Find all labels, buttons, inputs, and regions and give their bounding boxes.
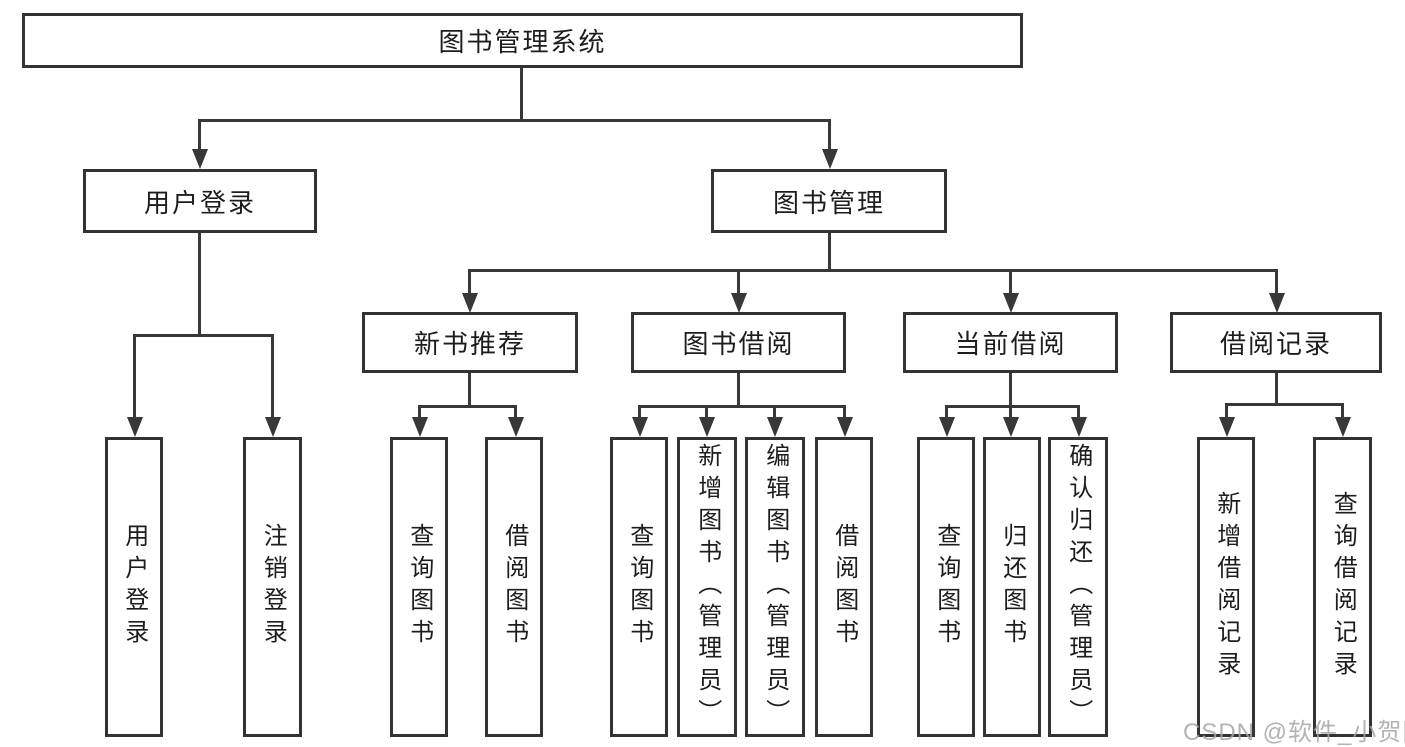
leaf-query-books-recommend: 查询图书 <box>390 437 448 737</box>
leaf-confirm-return-admin: 确认归还（管理员） <box>1048 437 1108 737</box>
connector-line <box>520 68 523 121</box>
connector-line <box>737 372 740 408</box>
node-label: 借阅记录 <box>1219 329 1332 359</box>
node-book-borrowing: 图书借阅 <box>631 312 846 373</box>
arrow-down-icon <box>265 417 281 437</box>
connector-line <box>705 405 708 421</box>
connector-line <box>945 405 1080 408</box>
leaf-borrow-books-recommend: 借阅图书 <box>485 437 543 737</box>
leaf-add-books-admin: 新增图书（管理员） <box>677 437 737 737</box>
node-label: 借阅图书 <box>830 523 858 651</box>
node-label: 新书推荐 <box>413 329 526 359</box>
leaf-query-books-current: 查询图书 <box>917 437 975 737</box>
node-label: 查询图书 <box>405 523 433 651</box>
connector-line <box>638 405 641 421</box>
connector-line <box>1077 405 1080 421</box>
arrow-down-icon <box>1003 417 1019 437</box>
arrow-down-icon <box>412 417 428 437</box>
arrow-down-icon <box>731 293 747 313</box>
node-label: 图书借阅 <box>682 329 795 359</box>
arrow-down-icon <box>192 149 208 169</box>
connector-line <box>271 334 274 419</box>
arrow-down-icon <box>837 417 853 437</box>
connector-line <box>773 405 776 421</box>
arrow-down-icon <box>699 417 715 437</box>
connector-line <box>945 405 948 421</box>
connector-line <box>514 405 517 421</box>
node-borrowing-records: 借阅记录 <box>1170 312 1382 373</box>
connector-line <box>1225 403 1228 421</box>
arrow-down-icon <box>1071 417 1087 437</box>
connector-line <box>1009 372 1012 408</box>
arrow-down-icon <box>462 293 478 313</box>
connector-line <box>468 372 471 408</box>
node-label: 新增借阅记录 <box>1212 491 1240 683</box>
connector-line <box>638 405 846 408</box>
node-label: 新增图书（管理员） <box>693 443 721 731</box>
node-label: 查询借阅记录 <box>1329 491 1357 683</box>
csdn-watermark: CSDN @软件_小贺同学 <box>1183 719 1405 746</box>
node-label: 借阅图书 <box>500 523 528 651</box>
connector-line <box>133 334 136 419</box>
connector-line <box>843 405 846 421</box>
connector-line <box>418 405 421 421</box>
leaf-query-books-borrow: 查询图书 <box>610 437 668 737</box>
leaf-logout: 注销登录 <box>243 437 302 737</box>
connector-line <box>828 119 831 150</box>
connector-line <box>198 232 201 337</box>
connector-line <box>418 405 517 408</box>
node-label: 编辑图书（管理员） <box>761 443 789 731</box>
connector-line <box>1275 269 1278 295</box>
node-label: 注销登录 <box>259 523 287 651</box>
node-label: 查询图书 <box>932 523 960 651</box>
connector-line <box>1341 403 1344 421</box>
arrow-down-icon <box>1219 417 1235 437</box>
arrow-down-icon <box>1269 293 1285 313</box>
connector-line <box>198 119 201 150</box>
node-user-login: 用户登录 <box>83 169 317 233</box>
node-label: 查询图书 <box>625 523 653 651</box>
connector-line <box>1225 403 1344 406</box>
leaf-edit-books-admin: 编辑图书（管理员） <box>745 437 805 737</box>
arrow-down-icon <box>939 417 955 437</box>
arrow-down-icon <box>1335 417 1351 437</box>
node-new-book-recommendation: 新书推荐 <box>362 312 578 373</box>
connector-line <box>468 269 1278 272</box>
connector-line <box>1275 372 1278 406</box>
leaf-add-borrow-record: 新增借阅记录 <box>1197 437 1255 737</box>
arrow-down-icon <box>508 417 524 437</box>
arrow-down-icon <box>127 417 143 437</box>
connector-line <box>198 119 831 122</box>
arrow-down-icon <box>632 417 648 437</box>
node-label: 当前借阅 <box>954 329 1067 359</box>
leaf-borrow-books: 借阅图书 <box>815 437 873 737</box>
node-library-management-system: 图书管理系统 <box>22 13 1023 68</box>
leaf-query-borrow-record: 查询借阅记录 <box>1313 437 1372 737</box>
connector-line <box>828 232 831 272</box>
node-label: 用户登录 <box>143 187 256 218</box>
arrow-down-icon <box>822 149 838 169</box>
connector-line <box>1009 269 1012 295</box>
node-current-borrowing: 当前借阅 <box>903 312 1118 373</box>
node-book-management: 图书管理 <box>711 169 947 233</box>
node-label: 图书管理 <box>772 187 885 218</box>
connector-line <box>468 269 471 295</box>
node-label: 图书管理系统 <box>438 27 607 57</box>
connector-line <box>1009 405 1012 421</box>
arrow-down-icon <box>767 417 783 437</box>
node-label: 用户登录 <box>120 523 148 651</box>
node-label: 确认归还（管理员） <box>1064 443 1092 731</box>
connector-line <box>737 269 740 295</box>
arrow-down-icon <box>1003 293 1019 313</box>
leaf-return-books: 归还图书 <box>983 437 1041 737</box>
connector-line <box>133 334 274 337</box>
node-label: 归还图书 <box>998 523 1026 651</box>
leaf-user-login: 用户登录 <box>105 437 163 737</box>
